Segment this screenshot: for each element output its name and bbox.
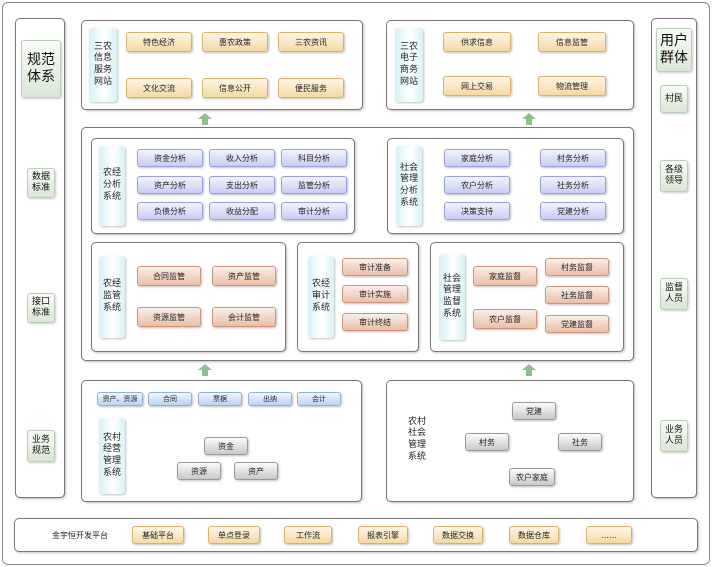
up-arrow-icon xyxy=(522,113,536,125)
rural-operations-title: 农村经营管理系统 xyxy=(99,418,125,494)
btn-resource-supervision[interactable]: 资源监管 xyxy=(137,307,201,327)
btn-agri-policy[interactable]: 惠农政策 xyxy=(202,32,268,52)
btn-base-platform[interactable]: 基础平台 xyxy=(132,526,184,544)
tab-cashier[interactable]: 出纳 xyxy=(248,392,292,406)
btn-party-analysis[interactable]: 党建分析 xyxy=(540,202,606,220)
user-villagers: 村民 xyxy=(660,85,688,113)
btn-logistics[interactable]: 物流管理 xyxy=(538,76,606,96)
agri-analysis-title: 农经分析系统 xyxy=(99,146,125,226)
item-assets[interactable]: 资产 xyxy=(234,462,278,480)
item-farmer-family[interactable]: 农户家庭 xyxy=(509,468,555,486)
btn-accounting-supervision[interactable]: 会计监管 xyxy=(212,307,276,327)
user-leaders: 各级领导 xyxy=(660,160,688,192)
btn-online-trade[interactable]: 网上交易 xyxy=(443,76,511,96)
user-supervisors: 监督人员 xyxy=(660,278,688,310)
btn-audit-prepare[interactable]: 审计准备 xyxy=(342,258,408,276)
btn-audit-close[interactable]: 审计终结 xyxy=(342,313,408,331)
btn-more[interactable]: …… xyxy=(586,526,632,544)
user-staff: 业务人员 xyxy=(660,420,688,452)
platform-label: 金宇恒开发平台 xyxy=(52,530,108,540)
tab-assets-resources[interactable]: 资产、资源 xyxy=(97,392,143,406)
btn-village-affairs-analysis[interactable]: 村务分析 xyxy=(540,149,606,167)
standards-title: 规范体系 xyxy=(21,40,61,98)
btn-liability-analysis[interactable]: 负债分析 xyxy=(137,202,203,220)
btn-farmer-supervision[interactable]: 农户监督 xyxy=(473,309,537,329)
btn-fund-analysis[interactable]: 资金分析 xyxy=(137,149,203,167)
btn-supervision-analysis[interactable]: 监管分析 xyxy=(281,176,347,194)
btn-expense-analysis[interactable]: 支出分析 xyxy=(209,176,275,194)
item-village-affairs[interactable]: 村务 xyxy=(465,433,509,451)
btn-convenience-service[interactable]: 便民服务 xyxy=(278,78,344,98)
up-arrow-icon xyxy=(522,364,536,376)
agri-audit-title: 农经审计系统 xyxy=(308,256,334,338)
btn-community-supervision[interactable]: 社务监督 xyxy=(545,286,609,304)
btn-decision-support[interactable]: 决策支持 xyxy=(444,202,510,220)
btn-audit-execute[interactable]: 审计实施 xyxy=(342,285,408,303)
btn-info-disclosure[interactable]: 信息公开 xyxy=(202,78,268,98)
btn-income-distribution[interactable]: 收益分配 xyxy=(209,202,275,220)
social-supervision-title: 社会管理监督系统 xyxy=(439,254,465,340)
up-arrow-icon xyxy=(198,364,212,376)
btn-contract-supervision[interactable]: 合同监管 xyxy=(137,266,201,286)
btn-featured-economy[interactable]: 特色经济 xyxy=(126,32,192,52)
item-resources[interactable]: 资源 xyxy=(177,462,221,480)
standard-data: 数据标准 xyxy=(27,168,55,198)
btn-income-analysis[interactable]: 收入分析 xyxy=(209,149,275,167)
btn-family-supervision[interactable]: 家庭监督 xyxy=(473,266,537,286)
standard-business: 业务规范 xyxy=(27,430,55,462)
item-party-building[interactable]: 党建 xyxy=(512,402,556,420)
info-service-site-title: 三农信息服务网站 xyxy=(89,28,117,102)
rural-social-title: 农村社会管理系统 xyxy=(404,398,430,482)
up-arrow-icon xyxy=(198,113,212,125)
btn-data-warehouse[interactable]: 数据仓库 xyxy=(509,526,559,544)
btn-supply-demand[interactable]: 供求信息 xyxy=(443,32,511,52)
btn-village-affairs-supervision[interactable]: 村务监督 xyxy=(545,258,609,276)
btn-report-engine[interactable]: 报表引擎 xyxy=(358,526,408,544)
ecommerce-site-title: 三农电子商务网站 xyxy=(395,28,423,102)
item-funds[interactable]: 资金 xyxy=(204,437,248,455)
platform-bar xyxy=(14,518,698,552)
btn-agri-news[interactable]: 三农资讯 xyxy=(278,32,344,52)
standard-interface: 接口标准 xyxy=(27,293,55,323)
btn-family-analysis[interactable]: 家庭分析 xyxy=(444,149,510,167)
btn-account-analysis[interactable]: 科目分析 xyxy=(281,149,347,167)
btn-info-supervision[interactable]: 信息监管 xyxy=(538,32,606,52)
btn-culture-exchange[interactable]: 文化交流 xyxy=(126,78,192,98)
tab-invoice[interactable]: 票据 xyxy=(198,392,242,406)
social-analysis-title: 社会管理分析系统 xyxy=(396,146,422,226)
tab-accounting[interactable]: 会计 xyxy=(297,392,341,406)
btn-community-analysis[interactable]: 社务分析 xyxy=(540,176,606,194)
btn-party-supervision[interactable]: 党建监督 xyxy=(545,315,609,333)
tab-contract[interactable]: 合同 xyxy=(148,392,192,406)
item-community-affairs[interactable]: 社务 xyxy=(558,433,602,451)
btn-workflow[interactable]: 工作流 xyxy=(284,526,332,544)
agri-supervision-title: 农经监管系统 xyxy=(99,256,125,338)
users-title: 用户群体 xyxy=(656,28,692,72)
btn-asset-supervision[interactable]: 资产监管 xyxy=(212,266,276,286)
btn-asset-analysis[interactable]: 资产分析 xyxy=(137,176,203,194)
btn-single-sign-on[interactable]: 单点登录 xyxy=(208,526,260,544)
btn-farmer-analysis[interactable]: 农户分析 xyxy=(444,176,510,194)
standards-column xyxy=(15,18,65,498)
btn-data-exchange[interactable]: 数据交换 xyxy=(433,526,483,544)
btn-audit-analysis[interactable]: 审计分析 xyxy=(281,202,347,220)
